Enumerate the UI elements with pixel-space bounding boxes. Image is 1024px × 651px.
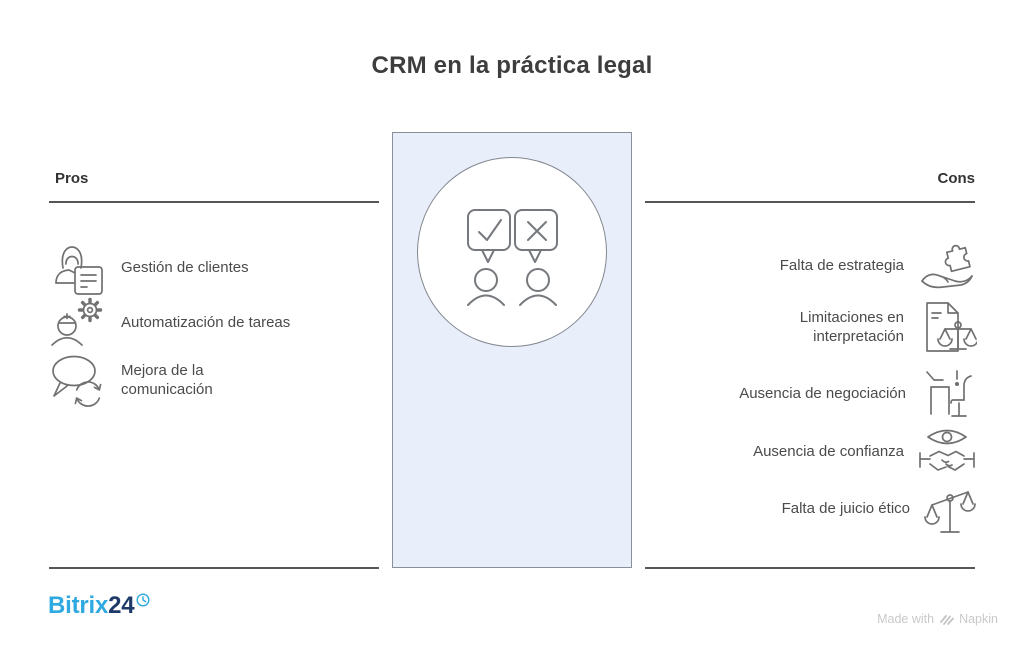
approve-reject-people-icon xyxy=(467,209,558,306)
made-with-napkin-credit: Made with Napkin xyxy=(877,612,998,626)
negotiation-table-icon xyxy=(919,367,977,421)
cons-item-estrategia: Falta de estrategia xyxy=(645,238,977,294)
balance-scale-icon xyxy=(923,480,977,538)
clock-icon xyxy=(136,593,150,607)
eye-handshake-icon xyxy=(917,425,977,479)
cons-item-label: Falta de estrategia xyxy=(779,257,904,275)
pros-item-label: Gestión de clientes xyxy=(121,259,249,277)
cons-item-label: Ausencia de confianza xyxy=(753,443,904,461)
cons-item-label: Limitaciones en interpretación xyxy=(799,308,904,345)
center-panel xyxy=(392,132,632,568)
page-title: CRM en la práctica legal xyxy=(371,52,653,79)
document-scales-icon xyxy=(917,298,977,356)
communication-improvement-icon xyxy=(48,351,106,409)
credit-prefix: Made with xyxy=(877,612,935,626)
pros-bottom-divider xyxy=(49,567,379,569)
cons-top-divider xyxy=(645,201,975,203)
task-automation-icon xyxy=(48,296,106,350)
cons-item-label: Falta de juicio ético xyxy=(781,500,910,518)
napkin-logo-icon xyxy=(939,612,954,626)
pros-item-comunicacion: Mejora de la comunicación xyxy=(48,351,229,409)
hand-puzzle-icon xyxy=(917,238,977,294)
cons-item-negociacion: Ausencia de negociación xyxy=(645,366,977,422)
pros-item-label: Mejora de la comunicación xyxy=(121,361,213,398)
pros-top-divider xyxy=(49,201,379,203)
customer-management-icon xyxy=(48,240,106,296)
feedback-circle xyxy=(417,157,607,347)
pros-item-automatizacion: Automatización de tareas xyxy=(48,296,290,350)
cons-item-juicio: Falta de juicio ético xyxy=(645,481,977,537)
cons-item-limitaciones: Limitaciones en interpretación xyxy=(645,297,977,357)
credit-brand: Napkin xyxy=(959,612,998,626)
pros-item-label: Automatización de tareas xyxy=(121,314,291,332)
cons-item-label: Ausencia de negociación xyxy=(739,385,906,403)
cons-item-confianza: Ausencia de confianza xyxy=(645,424,977,480)
brand-name-primary: Bitrix xyxy=(48,592,109,619)
cons-bottom-divider xyxy=(645,567,975,569)
pros-item-clientes: Gestión de clientes xyxy=(48,240,249,296)
cons-heading: Cons xyxy=(937,170,976,187)
brand-name-secondary: 24 xyxy=(108,592,135,619)
pros-heading: Pros xyxy=(55,170,89,187)
